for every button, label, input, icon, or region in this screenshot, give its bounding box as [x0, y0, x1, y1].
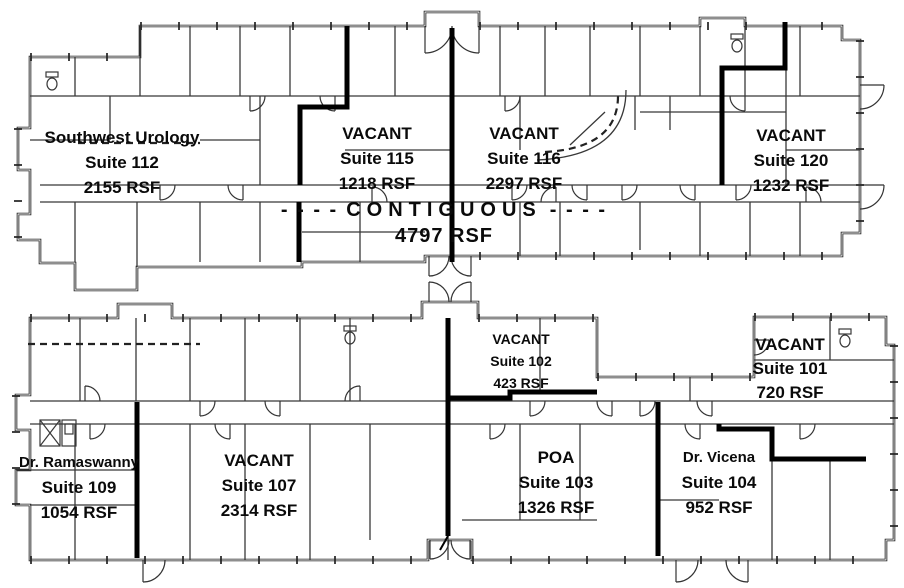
door-arcs	[84, 25, 885, 583]
suite-115-label: VACANT Suite 115 1218 RSF	[339, 121, 416, 196]
tenant-name: VACANT	[755, 335, 825, 354]
elevator-shaft	[39, 419, 61, 447]
suite-120-label: VACANT Suite 120 1232 RSF	[753, 123, 830, 198]
tenant-name: POA	[537, 448, 575, 467]
suite-number: Suite 107	[221, 476, 297, 495]
toilet-icon	[838, 328, 852, 348]
suite-area: 2155 RSF	[83, 178, 161, 197]
top-wing-outline-inner	[17, 11, 861, 291]
suite-area: 1326 RSF	[517, 498, 595, 517]
contiguous-area: 4797 RSF	[394, 225, 494, 247]
toilet-icon	[730, 33, 744, 53]
demising-wall-tail	[439, 535, 449, 551]
tenant-name: Southwest Urology	[44, 128, 200, 147]
toilet-icon	[45, 71, 59, 91]
contiguous-line: - - - - CONTIGUOUS - - - -	[281, 197, 607, 223]
suite-101-label: VACANT Suite 101 720 RSF	[753, 333, 828, 405]
tenant-name: VACANT	[224, 451, 294, 470]
tenant-name: Dr. Vicena	[682, 449, 756, 466]
dashed-detail-lines	[28, 95, 620, 346]
suite-area: 2297 RSF	[485, 174, 563, 193]
demising-walls	[134, 22, 866, 558]
contiguous-word: CONTIGUOUS	[346, 199, 542, 221]
top-wing-doors	[159, 25, 885, 277]
tenant-name: VACANT	[489, 124, 559, 143]
tenant-name: Dr. Ramaswanny	[18, 454, 140, 471]
suite-area: 1232 RSF	[752, 176, 830, 195]
elevator-x	[39, 419, 61, 447]
suite-area: 720 RSF	[756, 383, 824, 402]
stair-closet	[61, 419, 77, 447]
suite-area: 1218 RSF	[338, 174, 416, 193]
suite-109-label: Dr. Ramaswanny Suite 109 1054 RSF	[19, 450, 139, 525]
suite-number: Suite 120	[753, 151, 829, 170]
suite-number: Suite 104	[681, 473, 757, 492]
bottom-wing-doors	[84, 281, 816, 583]
suite-area: 423 RSF	[493, 375, 549, 391]
suite-area: 2314 RSF	[220, 501, 298, 520]
suite-number: Suite 101	[752, 359, 828, 378]
suite-number: Suite 115	[340, 149, 414, 168]
suite-area: 1054 RSF	[40, 503, 118, 522]
top-wing-partitions	[30, 26, 860, 267]
tenant-name: VACANT	[756, 126, 826, 145]
contiguous-dashes-right: - - - -	[549, 199, 608, 221]
suite-116-label: VACANT Suite 116 2297 RSF	[486, 121, 563, 196]
bottom-wing-demising-walls	[134, 318, 866, 558]
tenant-name: VACANT	[342, 124, 412, 143]
tenant-name: VACANT	[492, 331, 550, 347]
suite-number: Suite 102	[490, 353, 552, 369]
suite-number: Suite 103	[518, 473, 594, 492]
contiguous-label: - - - - CONTIGUOUS - - - - 4797 RSF	[281, 197, 607, 249]
closet-inner	[64, 423, 74, 435]
bottom-wing-partitions	[16, 317, 894, 560]
suite-number: Suite 116	[487, 149, 561, 168]
suite-112-label: Southwest Urology Suite 112 2155 RSF	[45, 125, 200, 200]
suite-103-label: POA Suite 103 1326 RSF	[518, 445, 595, 520]
suite-area: 952 RSF	[685, 498, 753, 517]
suite-number: Suite 112	[85, 153, 159, 172]
building-outlines	[14, 10, 896, 562]
suite-107-label: VACANT Suite 107 2314 RSF	[221, 448, 298, 523]
suite-102-label: VACANT Suite 102 423 RSF	[490, 328, 551, 394]
suite-104-label: Dr. Vicena Suite 104 952 RSF	[682, 445, 757, 520]
contiguous-dashes-left: - - - -	[280, 199, 339, 221]
toilet-icon	[343, 325, 357, 345]
top-wing-demising-walls	[296, 22, 788, 262]
suite-number: Suite 109	[41, 478, 117, 497]
interior-partitions	[16, 26, 894, 560]
fixtures	[39, 33, 852, 447]
